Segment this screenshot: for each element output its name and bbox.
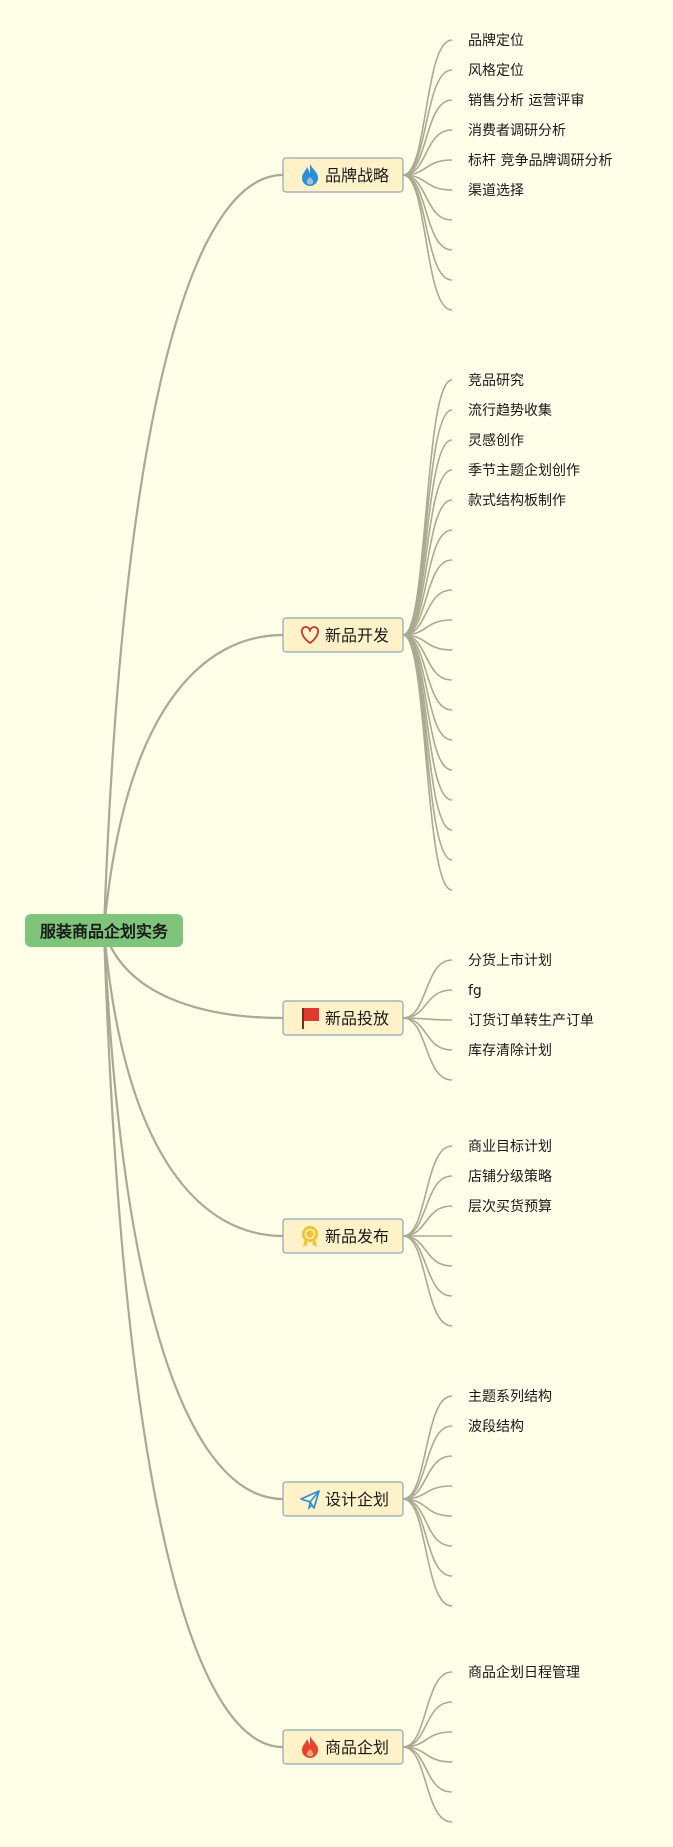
- leaf-node[interactable]: 波段结构: [468, 1419, 524, 1435]
- leaf-link: [402, 174, 453, 281]
- heart-outline-icon: [301, 626, 319, 644]
- leaf-link: [402, 99, 453, 176]
- leaf-link: [402, 1746, 453, 1793]
- leaf-node[interactable]: 订货订单转生产订单: [468, 1012, 594, 1029]
- leaf-link: [402, 1498, 453, 1577]
- leaf-link: [402, 529, 453, 636]
- leaf-node[interactable]: 流行趋势收集: [468, 402, 552, 419]
- branch-node[interactable]: 品牌战略: [282, 157, 404, 193]
- root-node[interactable]: 服装商品企划实务: [25, 914, 183, 947]
- leaf-node[interactable]: 主题系列结构: [468, 1389, 552, 1405]
- flame-red-icon: [302, 1736, 319, 1758]
- leaf-node[interactable]: 灵感创作: [468, 432, 524, 449]
- leaf-node[interactable]: 品牌定位: [468, 32, 524, 49]
- leaf-link: [402, 1455, 453, 1500]
- leaf-link: [402, 634, 453, 771]
- leaf-link: [402, 1017, 453, 1081]
- award-medal-icon: [302, 1226, 318, 1247]
- leaf-node[interactable]: 款式结构板制作: [468, 493, 566, 509]
- leaf-link: [402, 129, 453, 176]
- leaf-link: [402, 39, 453, 176]
- leaf-link: [402, 1498, 453, 1607]
- leaf-node[interactable]: 商业目标计划: [468, 1139, 552, 1155]
- branch-link: [102, 633, 284, 931]
- leaf-link: [402, 439, 453, 636]
- flame-blue-icon: [302, 164, 319, 186]
- branch-node[interactable]: 商品企划: [282, 1729, 404, 1765]
- branch-link: [102, 929, 284, 1501]
- leaf-link: [402, 1235, 453, 1267]
- paper-plane-icon: [300, 1490, 320, 1511]
- leaf-link: [402, 559, 453, 636]
- leaf-link: [402, 634, 453, 831]
- leaf-node[interactable]: 商品企划日程管理: [468, 1664, 580, 1681]
- leaf-link: [402, 1395, 453, 1500]
- leaf-link: [402, 1425, 453, 1500]
- branch-node-label: 品牌战略: [325, 166, 389, 185]
- leaf-node[interactable]: 层次买货预算: [468, 1198, 552, 1215]
- root-node-label: 服装商品企划实务: [40, 922, 169, 941]
- leaf-link: [402, 174, 453, 311]
- branch-node[interactable]: 新品投放: [282, 1000, 404, 1036]
- leaf-node[interactable]: 库存清除计划: [468, 1043, 552, 1059]
- leaf-link: [402, 174, 453, 251]
- leaf-link: [402, 1175, 453, 1237]
- root-node-box: [25, 914, 183, 947]
- leaf-link: [402, 1701, 453, 1748]
- leaf-node[interactable]: 竞品研究: [468, 372, 524, 389]
- branch-node-label: 商品企划: [325, 1738, 389, 1757]
- leaf-link: [402, 1235, 453, 1327]
- branch-link: [102, 173, 284, 931]
- leaf-node[interactable]: 渠道选择: [468, 183, 524, 199]
- leaf-link: [402, 589, 453, 636]
- branch-node[interactable]: 设计企划: [282, 1481, 404, 1517]
- leaf-node[interactable]: 分货上市计划: [468, 952, 552, 969]
- leaf-link: [402, 1746, 453, 1823]
- branch-node-label: 新品投放: [325, 1009, 389, 1028]
- branch-link: [102, 929, 284, 1020]
- leaf-link: [402, 634, 453, 891]
- leaf-node[interactable]: 消费者调研分析: [468, 123, 566, 139]
- leaf-link: [402, 634, 453, 711]
- links-layer: [102, 39, 453, 1823]
- branch-node-label: 设计企划: [325, 1490, 389, 1509]
- leaf-node[interactable]: 店铺分级策略: [468, 1168, 552, 1185]
- leaf-node[interactable]: fg: [468, 983, 482, 999]
- leaf-link: [402, 1145, 453, 1237]
- leaf-link: [402, 174, 453, 221]
- leaf-link: [402, 1017, 453, 1051]
- leaf-link: [402, 1205, 453, 1237]
- branch-node-label: 新品发布: [325, 1227, 389, 1246]
- leaf-link: [402, 989, 453, 1019]
- branch-link: [102, 929, 284, 1238]
- leaf-node[interactable]: 销售分析 运营评审: [468, 93, 584, 109]
- branch-node-label: 新品开发: [325, 626, 389, 645]
- leaf-link: [402, 1671, 453, 1748]
- leaf-node[interactable]: 风格定位: [468, 63, 524, 79]
- branch-link: [102, 929, 284, 1749]
- leaf-link: [402, 499, 453, 636]
- branch-node[interactable]: 新品发布: [282, 1218, 404, 1254]
- leaf-node[interactable]: 标杆 竞争品牌调研分析: [468, 152, 612, 169]
- leaf-link: [402, 69, 453, 176]
- leaf-node[interactable]: 季节主题企划创作: [468, 462, 580, 479]
- red-flag-icon: [302, 1008, 319, 1029]
- branch-node[interactable]: 新品开发: [282, 617, 404, 653]
- leaf-link: [402, 959, 453, 1019]
